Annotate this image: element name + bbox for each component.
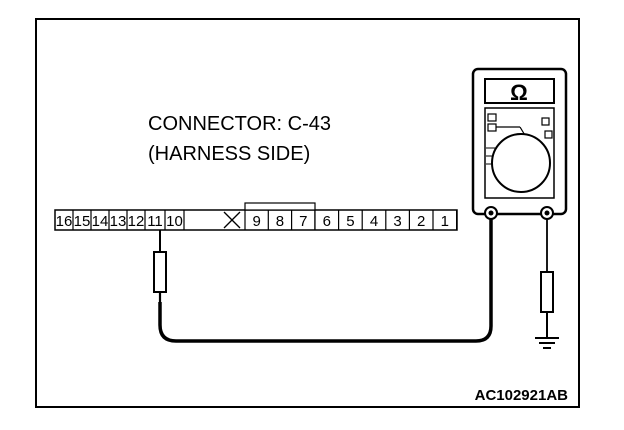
connector-label: CONNECTOR: C-43 bbox=[148, 113, 331, 135]
diagram-frame bbox=[35, 18, 580, 408]
connector-pin-5: 5 bbox=[346, 213, 354, 230]
ohm-symbol: Ω bbox=[510, 80, 528, 105]
connector-pin-11: 11 bbox=[147, 213, 163, 230]
meter-display bbox=[484, 78, 555, 104]
ohmmeter-icon: Ω bbox=[471, 67, 568, 220]
connector-pin-14: 14 bbox=[92, 213, 109, 230]
connector-pin-1: 1 bbox=[441, 213, 449, 230]
rotary-selector-knob bbox=[491, 133, 551, 193]
connector-pin-3: 3 bbox=[393, 213, 401, 230]
test-probe-icon bbox=[153, 230, 167, 302]
connector-pin-16: 16 bbox=[56, 213, 73, 230]
connector-pin-13: 13 bbox=[110, 213, 127, 230]
connector-pin-6: 6 bbox=[323, 213, 331, 230]
figure-id: AC102921AB bbox=[475, 387, 569, 404]
connector-lock-tab bbox=[244, 202, 316, 211]
connector-pin-9: 9 bbox=[252, 213, 260, 230]
connector-pin-7: 7 bbox=[299, 213, 307, 230]
ground-symbol-icon bbox=[535, 337, 559, 349]
connector-pin-15: 15 bbox=[74, 213, 91, 230]
connector-pin-2: 2 bbox=[417, 213, 425, 230]
connector-pin-12: 12 bbox=[128, 213, 145, 230]
connector-pin-4: 4 bbox=[370, 213, 378, 230]
ground-lead bbox=[540, 219, 554, 338]
test-lead-wire bbox=[158, 214, 493, 343]
connector-pin-8: 8 bbox=[276, 213, 284, 230]
connector-side-label: (HARNESS SIDE) bbox=[148, 143, 310, 165]
blank-cavity-x-icon bbox=[223, 211, 241, 229]
connector-pin-10: 10 bbox=[166, 213, 183, 230]
